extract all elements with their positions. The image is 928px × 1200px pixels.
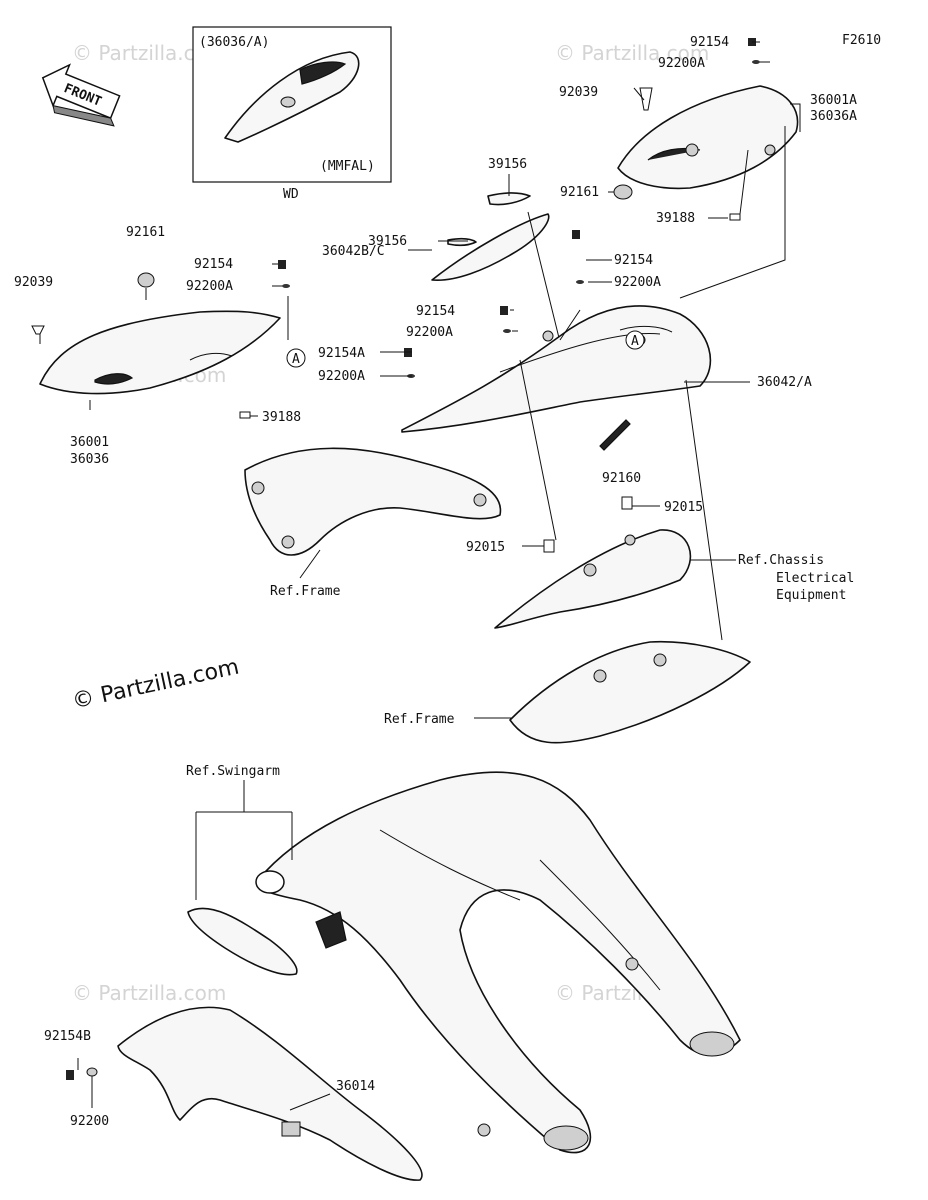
- callout-39188: 39188: [656, 211, 695, 226]
- chain-cover: [117, 1006, 423, 1181]
- electrical-tray: [494, 529, 692, 629]
- callout-ref-frame: Ref.Frame: [384, 712, 455, 727]
- grommet: [137, 272, 155, 288]
- callout-36001: 36001: [70, 435, 109, 450]
- washer: [86, 1067, 98, 1077]
- callout-92154B: 92154B: [44, 1029, 91, 1044]
- callout-ref-chassis: Ref.Chassis: [738, 553, 824, 568]
- inset-side-cover: [224, 51, 360, 143]
- diagram-code: F2610: [842, 33, 881, 48]
- callout-92161: 92161: [560, 185, 599, 200]
- callout-92200: 92200: [70, 1114, 109, 1129]
- pad: [239, 411, 251, 419]
- rivet: [639, 87, 653, 111]
- callout-92154: 92154: [614, 253, 653, 268]
- frame-rear: [509, 640, 751, 744]
- callout-92015: 92015: [466, 540, 505, 555]
- marker-a-left: A: [292, 352, 300, 367]
- callout-ref-chassis: Electrical: [776, 571, 854, 586]
- callout-36042A: 36042/A: [757, 375, 812, 390]
- pad: [729, 213, 741, 221]
- callout-92154A: 92154A: [318, 346, 365, 361]
- seat-cowl-left: [39, 310, 281, 395]
- washer: [503, 329, 511, 333]
- callout-36042BC: 36042B/C: [322, 244, 385, 259]
- washer: [576, 280, 584, 284]
- watermark: © Partzilla.com: [72, 981, 226, 1005]
- callout-92039: 92039: [14, 275, 53, 290]
- spring-92160: [599, 419, 631, 451]
- callout-92161: 92161: [126, 225, 165, 240]
- callout-92154: 92154: [194, 257, 233, 272]
- swingarm: [255, 771, 741, 1154]
- bolt: [278, 260, 286, 269]
- marker-a-right: A: [631, 334, 639, 349]
- callout-92015: 92015: [664, 500, 703, 515]
- callout-92154: 92154: [416, 304, 455, 319]
- washer: [282, 284, 290, 288]
- inset-part-label: (36036/A): [199, 35, 269, 50]
- callout-36036: 36036: [70, 452, 109, 467]
- collar: [543, 539, 555, 553]
- bolt: [500, 306, 508, 315]
- watermark: © Partzilla.com: [555, 41, 709, 65]
- callout-36014: 36014: [336, 1079, 375, 1094]
- grommet: [613, 184, 633, 200]
- callout-92200A: 92200A: [186, 279, 233, 294]
- collar: [621, 496, 633, 510]
- callout-92200A: 92200A: [658, 56, 705, 71]
- front-arrow-icon: FRONT: [41, 63, 121, 127]
- callout-92154: 92154: [690, 35, 729, 50]
- callout-39156: 39156: [488, 157, 527, 172]
- callout-36001A: 36001A: [810, 93, 857, 108]
- rivet: [31, 325, 45, 335]
- callout-39156: 39156: [368, 234, 407, 249]
- callout-92200A: 92200A: [614, 275, 661, 290]
- callout-92039: 92039: [559, 85, 598, 100]
- inset-caption: WD: [283, 187, 299, 202]
- callout-36036A: 36036A: [810, 109, 857, 124]
- callout-ref-chassis: Equipment: [776, 588, 846, 603]
- inset-variant-label: (MMFAL): [320, 159, 375, 174]
- copyright: © Partzilla.com: [70, 655, 241, 715]
- callout-92160: 92160: [602, 471, 641, 486]
- callout-ref-frame: Ref.Frame: [270, 584, 341, 599]
- bolt: [572, 230, 580, 239]
- frame-upper: [244, 447, 502, 556]
- callout-ref-swingarm: Ref.Swingarm: [186, 764, 280, 779]
- center-panel: [431, 192, 550, 281]
- chain-slider: [187, 907, 347, 976]
- callout-92200A: 92200A: [318, 369, 365, 384]
- seat-cowl-right: [617, 85, 799, 190]
- washer: [752, 60, 760, 64]
- bolt: [66, 1070, 74, 1080]
- callout-39188: 39188: [262, 410, 301, 425]
- callout-92200A: 92200A: [406, 325, 453, 340]
